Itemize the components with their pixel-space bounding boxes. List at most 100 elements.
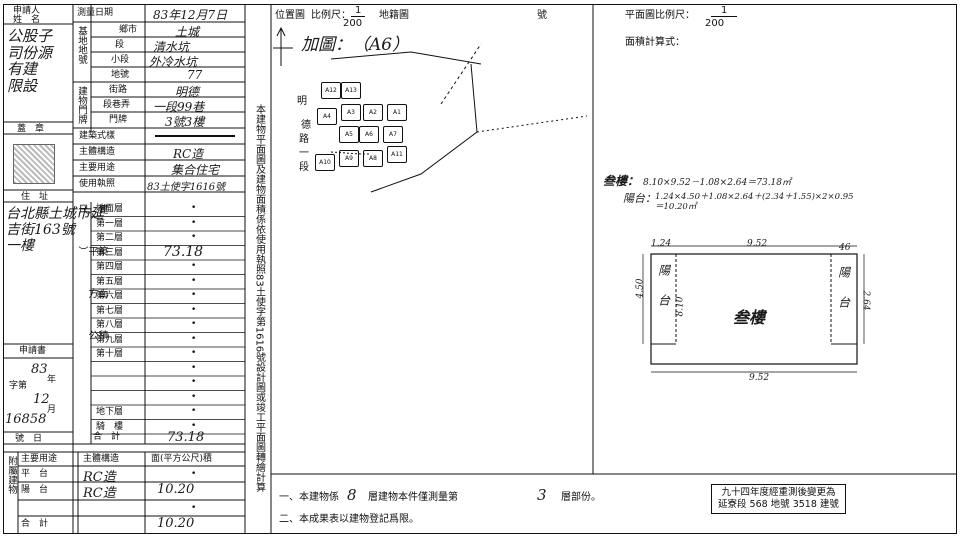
annex-structure: RC造: [83, 486, 116, 501]
unit-block: A1: [387, 104, 407, 121]
main-structure-value: RC造: [173, 147, 204, 161]
area-column-label: 建築面積（平方公尺）: [76, 204, 107, 372]
unit-block: A11: [387, 146, 407, 163]
location-map-label: 位置圖: [275, 10, 305, 21]
dim-bottom: 9.52: [749, 373, 770, 383]
floor-name: 第四層: [96, 262, 124, 272]
unit-block: A2: [363, 104, 383, 121]
note1-middle: 層建物本件僅測量第: [368, 492, 458, 503]
permit-value: 83土使字1616號: [147, 182, 226, 193]
street-char: 段: [299, 162, 309, 173]
annex-use: 合 計: [21, 519, 49, 529]
floor-area-value: •: [191, 333, 197, 344]
floor-area-value: •: [191, 362, 197, 373]
annex-header-area: 面(平方公尺)積: [151, 454, 213, 464]
character-label: 字第: [9, 381, 28, 391]
street-char: 明: [297, 96, 307, 107]
building-style-label: 建築式樣: [79, 131, 116, 141]
note1-prefix: 一、本建物係: [279, 492, 339, 503]
dim-top: 9.52: [747, 239, 768, 249]
survey-date-label: 測量日期: [77, 8, 114, 18]
annex-area: •: [191, 503, 197, 513]
month-mark: 月: [47, 405, 57, 415]
building-style-dash: [155, 135, 235, 137]
floor-name: 第七層: [96, 305, 124, 316]
annex-header-use: 主要用途: [21, 454, 58, 464]
floor-area-value: •: [191, 203, 197, 213]
unit-block: A8: [363, 150, 383, 167]
floor-area-value: •: [191, 275, 197, 286]
main-structure-label: 主體構造: [79, 147, 116, 157]
lane-value: 一段99巷: [153, 100, 205, 114]
note1-floor: 3: [537, 486, 547, 504]
total-label: 合 計: [93, 432, 121, 442]
applicant-name: 公股子 司份源 有建 限設: [7, 27, 53, 95]
seal-label: 蓋 章: [17, 124, 45, 134]
unit-block: A7: [383, 126, 403, 143]
floor-name: 第十層: [96, 349, 124, 359]
address-label: 住 址: [21, 192, 49, 202]
lot-value: 77: [187, 68, 203, 82]
balcony-right-label: 陽台: [836, 266, 851, 326]
dim-inner-left: 8.10: [675, 296, 686, 317]
map-scale-den: 200: [343, 18, 363, 29]
annex-area: •: [191, 469, 197, 479]
unit-block: A6: [359, 126, 379, 143]
floor-name: 第八層: [96, 320, 124, 330]
map-scale-num: 1: [351, 6, 366, 17]
floor-name: 地面層: [96, 204, 124, 214]
annex-area: 10.20: [157, 482, 195, 497]
unit-block: A9: [339, 150, 359, 167]
unit-block: A12: [321, 82, 341, 99]
note2: 二、本成果表以建物登記爲限。: [279, 514, 419, 525]
subsection-value: 外冷水坑: [149, 55, 198, 69]
floor-name: 第六層: [96, 291, 124, 301]
cadastral-number-label: 號: [537, 10, 547, 21]
base-location-label: 基地地號: [75, 26, 87, 64]
unit-block: A13: [341, 82, 361, 99]
number-date-label: 號 日: [15, 434, 43, 444]
note1-suffix: 層部份。: [561, 492, 601, 503]
floor-area-value: •: [191, 304, 197, 315]
year-mark: 年: [47, 375, 57, 385]
calc-line1: 8.10×9.52－1.08×2.64＝73.18㎡: [643, 178, 792, 188]
floor-area-value: •: [191, 420, 197, 431]
street-value: 明德: [175, 85, 200, 99]
applicant-label: 申請人 姓 名: [13, 6, 41, 25]
annex-header-structure: 主體構造: [83, 454, 120, 464]
handwritten-map-title: 加圖：（A6）: [301, 35, 410, 55]
floor-area-value: •: [191, 261, 197, 271]
unit-block: A3: [341, 104, 361, 121]
annex-use: 平 台: [21, 469, 49, 479]
street-char: 路: [299, 134, 309, 145]
main-use-label: 主要用途: [79, 163, 116, 173]
remeasure-stamp: 九十四年度經重測後變更為 延寮段 568 地號 3518 建號: [711, 484, 846, 514]
floor-name: 第二層: [96, 233, 124, 243]
total-value: 73.18: [167, 430, 205, 445]
floor-area-value: •: [191, 232, 197, 242]
stamp-line2: 延寮段 568 地號 3518 建號: [718, 498, 839, 510]
floor-area-value: •: [191, 377, 197, 387]
unit-block: A4: [317, 108, 337, 125]
floor-name: 第五層: [96, 276, 124, 287]
floor-name: 第三層: [96, 247, 124, 258]
dim-right: 2.64: [860, 290, 871, 311]
balcony-left-label: 陽台: [656, 264, 671, 324]
map-scale-label: 比例尺：: [311, 10, 351, 21]
township-value: 土城: [175, 25, 200, 39]
annex-label: 附屬建物: [5, 456, 17, 494]
address-value: 台北縣土城市延 吉街163號 一樓: [6, 206, 104, 255]
plan-scale-num: 1: [711, 6, 738, 17]
annex-area: 10.20: [157, 516, 195, 531]
unit-block: A5: [339, 126, 359, 143]
application-number: 16858: [5, 412, 47, 427]
dim-top-left: 1.24: [651, 239, 672, 249]
street-label: 街路: [109, 85, 128, 95]
floor-name: 騎 樓: [96, 421, 124, 432]
calc-line1-label: 叁樓：: [603, 174, 640, 188]
floor-area-value: •: [191, 217, 197, 228]
dim-top-right: 46: [839, 243, 851, 253]
floor-area-value: •: [191, 290, 197, 300]
floor-name: 第九層: [96, 334, 124, 345]
floor-area-value: 73.18: [163, 243, 204, 260]
